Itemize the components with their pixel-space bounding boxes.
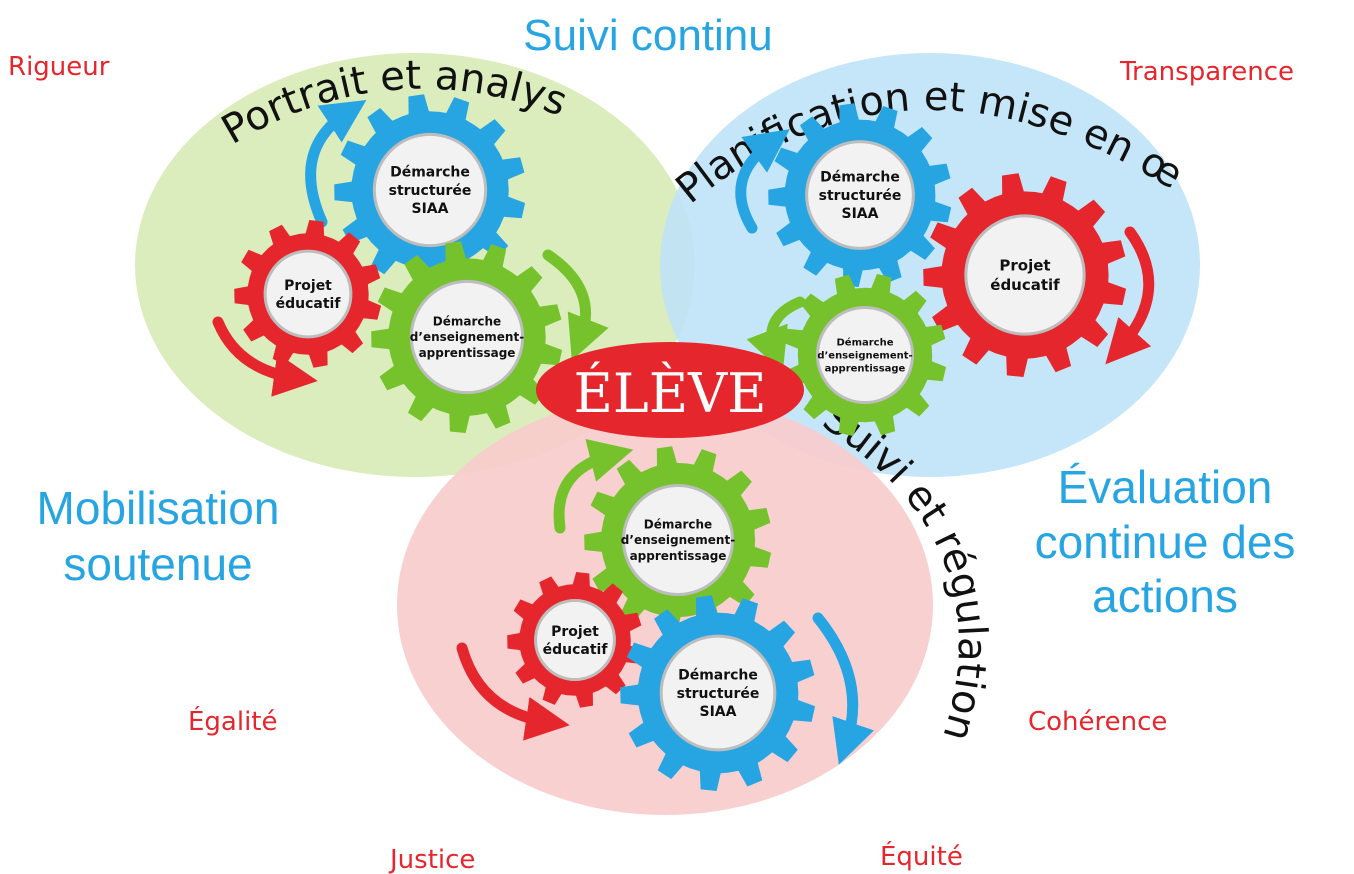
gear-dea-top-right-label-line: apprentissage: [825, 364, 906, 375]
gear-siaa-bottom-label-line: SIAA: [700, 704, 737, 720]
blue-arrow-top-right: [735, 129, 790, 234]
green-arrow-top-left: [542, 249, 609, 361]
gear-siaa-bottom-label-line: Démarche: [678, 668, 758, 684]
value-rigueur: Rigueur: [8, 52, 110, 82]
green-arrow-bottom: [553, 439, 634, 534]
gear-dea-bottom-label-line: d’enseignement-: [621, 533, 735, 547]
gear-dea-bottom-label-line: apprentissage: [630, 549, 727, 563]
gear-dea-top-left-hub: [409, 279, 525, 395]
heading-evaluation-1: Évaluation: [1058, 461, 1273, 513]
gear-projet-bottom-hub: [534, 599, 616, 681]
heading-suivi-continu: Suivi continu: [523, 11, 772, 60]
gear-projet-top-left-label-line: Projet: [284, 278, 332, 294]
gear-projet-bottom: Projet éducatif: [507, 572, 643, 708]
gear-projet-top-left-hub: [263, 249, 353, 339]
gear-projet-top-right-label-line: éducatif: [990, 276, 1060, 294]
gear-siaa-top-right-hub: [805, 140, 915, 250]
heading-evaluation-3: actions: [1092, 570, 1238, 622]
value-equite: Équité: [880, 840, 963, 872]
gear-dea-bottom-hub: [621, 483, 735, 597]
gear-projet-bottom-label-line: Projet: [551, 624, 599, 640]
gear-dea-top-left-label-line: Démarche: [433, 315, 501, 329]
gear-siaa-top-left-label-line: Démarche: [390, 165, 470, 181]
red-arrow-top-right: [1105, 226, 1155, 365]
gear-siaa-top-right-label-line: SIAA: [842, 206, 879, 222]
green-arrow-top-right: [746, 296, 806, 373]
gear-siaa-top-left-label-line: structurée: [389, 183, 472, 199]
heading-mobilisation-2: soutenue: [63, 538, 252, 590]
center-eleve-label: ÉLÈVE: [573, 361, 766, 425]
gear-dea-bottom-label-line: Démarche: [644, 518, 712, 532]
value-justice: Justice: [388, 845, 475, 874]
gear-dea-top-left-label-line: apprentissage: [419, 346, 516, 360]
blue-arrow-top-left: [305, 99, 367, 228]
gear-dea-top-left-label-line: d’enseignement-: [410, 330, 524, 344]
heading-mobilisation-1: Mobilisation: [37, 482, 280, 534]
gear-dea-top-right-label-line: d’enseignement-: [817, 351, 912, 362]
gear-projet-top-left-label-line: éducatif: [276, 296, 342, 312]
gears-layer: DémarchestructuréeSIAAProjetéducatifDéma…: [234, 94, 1127, 791]
red-arrow-bottom: [456, 642, 570, 741]
gear-siaa-top-left-hub: [372, 132, 488, 248]
value-egalite: Égalité: [188, 705, 278, 737]
gear-projet-top-right-hub: [964, 214, 1086, 336]
rotation-arrows: [212, 99, 1155, 765]
gear-projet-top-right-label-line: Projet: [999, 257, 1050, 275]
gear-siaa-bottom-label-line: structurée: [677, 686, 760, 702]
gear-siaa-top-right-label-line: structurée: [819, 188, 902, 204]
center-eleve-shape: [536, 342, 804, 438]
gear-siaa-top-right-label-line: Démarche: [820, 170, 900, 186]
gear-projet-bottom-label-line: éducatif: [543, 642, 609, 658]
gear-siaa-top-left-label-line: SIAA: [412, 201, 449, 217]
gear-dea-top-right: Démarche d’enseignement-apprentissage: [783, 273, 947, 437]
heading-evaluation-2: continue des: [1035, 516, 1296, 568]
gear-dea-top-right-label-line: Démarche: [836, 337, 893, 349]
gear-siaa-bottom-hub: [659, 634, 777, 752]
gear-dea-top-right-hub: [815, 305, 915, 405]
value-transparence: Transparence: [1119, 57, 1294, 87]
blue-arrow-bottom: [812, 612, 874, 765]
value-coherence: Cohérence: [1028, 707, 1167, 737]
red-arrow-top-left: [212, 316, 318, 397]
gear-projet-top-left: Projet éducatif: [234, 220, 382, 368]
